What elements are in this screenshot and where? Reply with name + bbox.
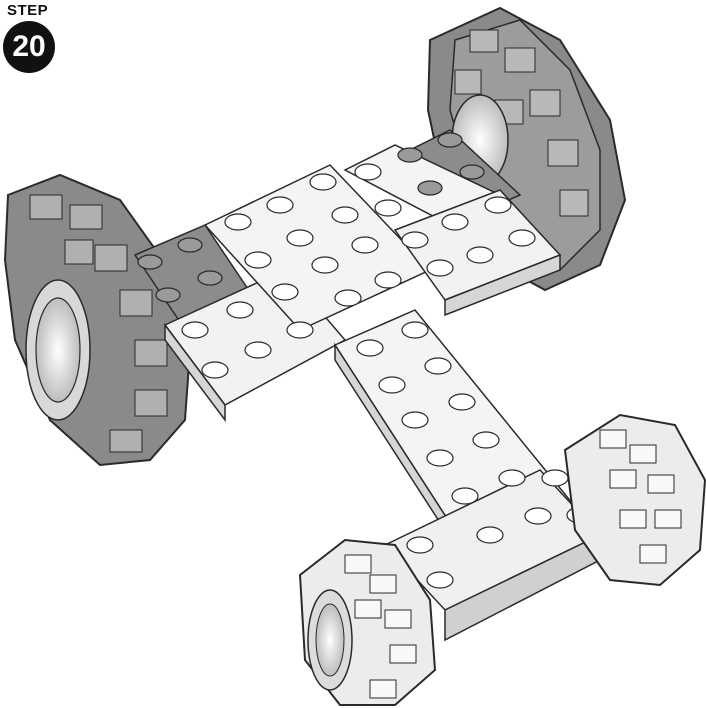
- front-left-large-tire: [5, 175, 190, 465]
